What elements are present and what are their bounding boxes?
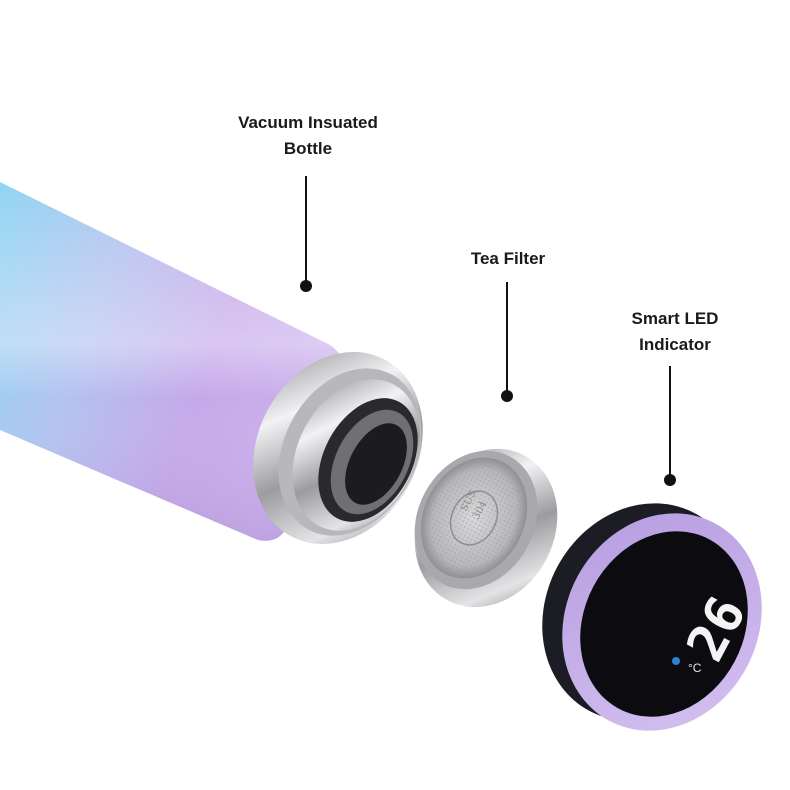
label-bottle-line2: Bottle	[283, 139, 333, 158]
tea-filter: SUS 304	[414, 448, 558, 608]
callout-led	[664, 366, 676, 486]
vacuum-bottle	[0, 182, 423, 544]
callout-filter	[501, 282, 513, 402]
label-led-line1: Smart LED	[631, 309, 719, 328]
label-bottle-line1: Vacuum Insuated	[238, 113, 378, 132]
callout-bottle	[300, 176, 312, 292]
label-smart-led: Smart LED Indicator	[590, 306, 760, 358]
smart-led-cap: 26 °C	[542, 503, 762, 731]
label-tea-filter: Tea Filter	[438, 246, 578, 272]
label-filter-text: Tea Filter	[470, 249, 546, 268]
led-display	[580, 531, 748, 717]
bottle-neck	[253, 352, 423, 544]
droplet-icon	[672, 657, 680, 665]
temperature-unit: °C	[688, 661, 702, 675]
label-led-line2: Indicator	[639, 335, 711, 354]
label-vacuum-bottle: Vacuum Insuated Bottle	[208, 110, 408, 162]
